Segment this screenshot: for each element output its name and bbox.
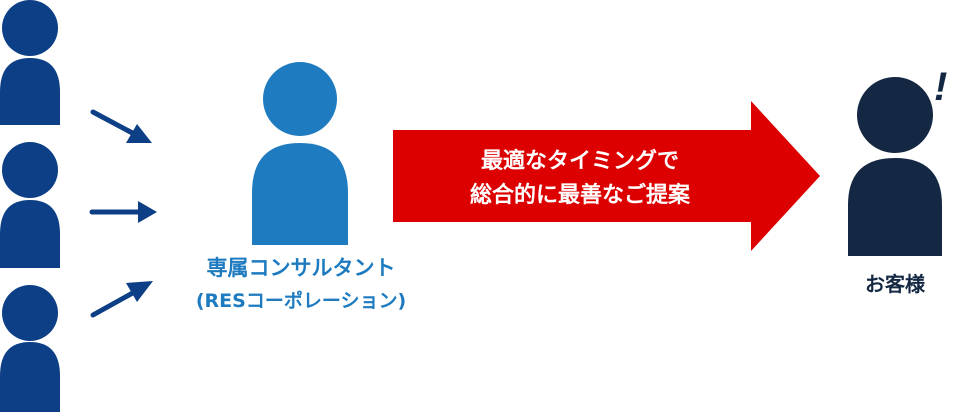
- staff-body: [0, 58, 60, 125]
- customer-person-icon: [848, 77, 942, 256]
- staff-person-1: [0, 0, 60, 125]
- consultant-person-icon: [252, 62, 348, 245]
- proposal-text: 最適なタイミングで 総合的に最善なご提案: [415, 145, 745, 213]
- consultant-head: [263, 62, 337, 136]
- staff-head: [2, 285, 58, 341]
- small-arrow-down-right: [90, 109, 152, 143]
- customer-label: お客様: [865, 272, 925, 296]
- proposal-line-2: 総合的に最善なご提案: [469, 183, 690, 208]
- customer-body: [848, 158, 942, 256]
- small-arrow-up-right: [90, 281, 153, 318]
- staff-person-2: [0, 142, 60, 268]
- consultant-company-label: (RESコーポレーション): [195, 290, 407, 312]
- staff-body: [0, 200, 60, 268]
- customer-head: [857, 77, 933, 153]
- staff-person-3: [0, 285, 60, 412]
- proposal-arrow: [393, 101, 820, 251]
- consultant-body: [252, 143, 348, 245]
- staff-head: [2, 0, 58, 56]
- staff-body: [0, 342, 60, 412]
- exclamation-mark: !: [934, 65, 947, 109]
- proposal-line-1: 最適なタイミングで: [480, 149, 679, 174]
- small-arrow-right: [89, 201, 157, 223]
- consultant-name-label: 専属コンサルタント: [206, 256, 396, 280]
- staff-head: [2, 142, 58, 198]
